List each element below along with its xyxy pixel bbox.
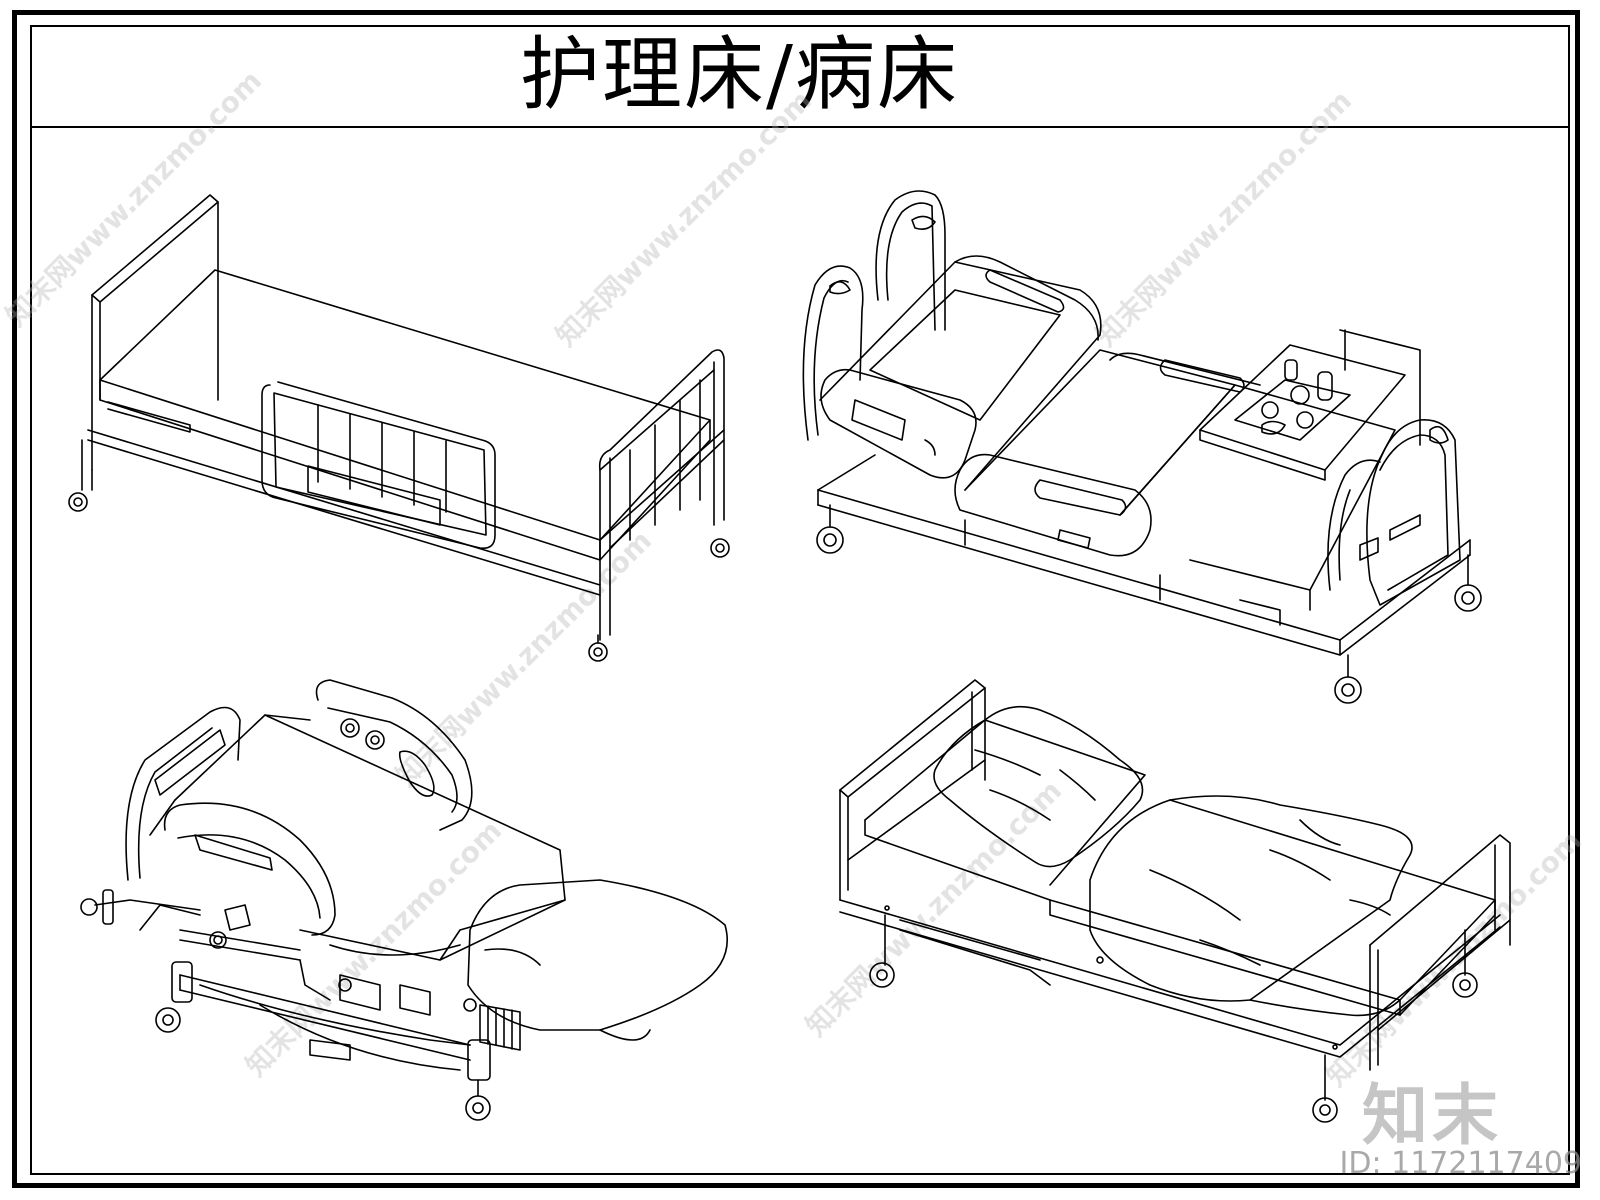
bed-electric-icu — [802, 190, 1482, 704]
inner-frame — [30, 25, 1570, 1175]
bed-delivery — [80, 679, 729, 1121]
drawing-title: 护理床/病床 — [520, 28, 959, 121]
watermark-id: ID: 1172117409 — [1339, 1146, 1582, 1181]
title-band — [30, 25, 1570, 128]
outer-frame — [12, 10, 1580, 1188]
bed-simple-steel — [68, 194, 730, 662]
bed-adjustable-bedding — [839, 679, 1511, 1123]
watermark-logo: 知末 — [1362, 1077, 1502, 1154]
